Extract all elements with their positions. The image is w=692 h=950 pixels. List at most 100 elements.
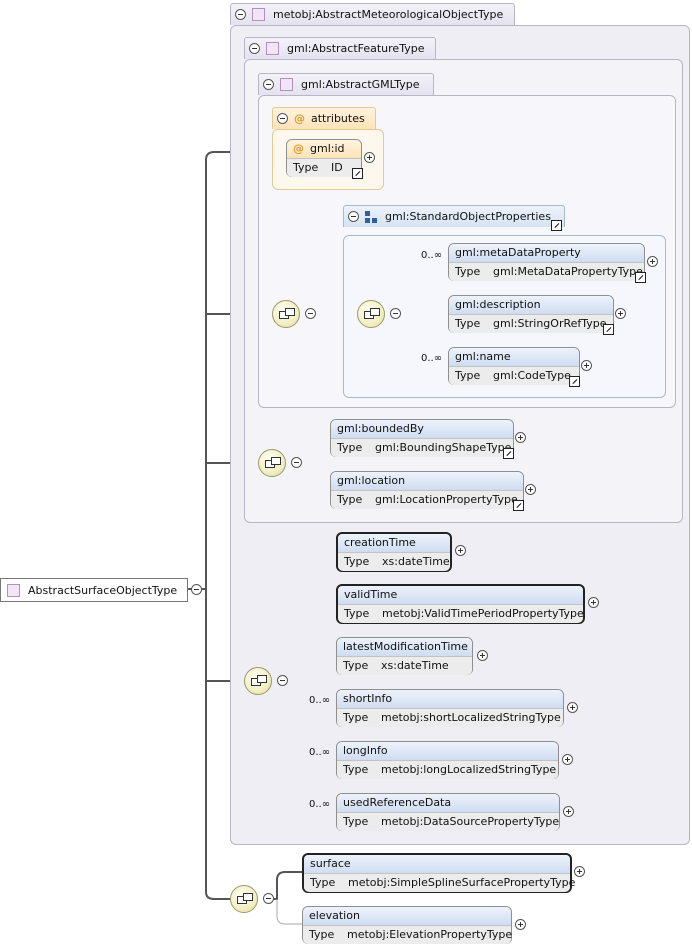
type-key: Type — [344, 555, 370, 568]
type-key: Type — [344, 607, 370, 620]
element-type: xs:dateTime — [382, 555, 450, 568]
sequence-icon[interactable] — [357, 300, 385, 328]
expand-icon[interactable] — [574, 866, 585, 877]
complex-type-icon — [252, 8, 265, 21]
type-key: Type — [310, 876, 336, 889]
element-name: gml:boundedBy — [331, 420, 513, 439]
element-validtime[interactable]: validTime Type metobj:ValidTimePeriodProp… — [336, 584, 585, 624]
element-name: gml:name — [449, 348, 579, 367]
occurrence-label: 0..∞ — [309, 799, 331, 810]
type-key: Type — [455, 317, 481, 330]
element-latestmodificationtime[interactable]: latestModificationTime Type xs:dateTime — [336, 637, 473, 675]
collapse-icon[interactable] — [277, 675, 288, 686]
expand-icon[interactable] — [588, 597, 599, 608]
expand-icon[interactable] — [563, 806, 574, 817]
element-type: metobj:ValidTimePeriodPropertyType — [382, 607, 584, 620]
collapse-icon[interactable] — [263, 893, 274, 904]
type-key: Type — [343, 711, 369, 724]
collapse-icon[interactable] — [305, 308, 316, 319]
collapse-icon[interactable] — [277, 113, 288, 124]
collapse-icon[interactable] — [263, 79, 274, 90]
expand-icon[interactable] — [477, 650, 488, 661]
expand-icon[interactable] — [567, 702, 578, 713]
type-link-icon[interactable] — [513, 500, 524, 511]
collapse-icon[interactable] — [291, 457, 302, 468]
type-link-icon[interactable] — [569, 376, 580, 387]
element-type: gml:BoundingShapeType — [375, 441, 512, 454]
sequence-icon[interactable] — [230, 885, 258, 913]
occurrence-label: 0..∞ — [309, 747, 331, 758]
element-type: xs:dateTime — [381, 659, 449, 672]
attribute-name: gml:id — [310, 142, 345, 155]
element-name: usedReferenceData — [337, 794, 559, 813]
element-name: creationTime — [338, 534, 450, 553]
element-type: metobj:longLocalizedStringType — [381, 763, 557, 776]
feature-type-label: gml:AbstractFeatureType — [287, 42, 425, 55]
tab-gml-type: gml:AbstractGMLType — [258, 73, 434, 95]
sequence-icon[interactable] — [272, 300, 300, 328]
type-key: Type — [337, 441, 363, 454]
sequence-icon[interactable] — [244, 667, 272, 695]
complex-type-icon — [280, 78, 293, 91]
element-name: surface — [304, 855, 570, 874]
type-link-icon[interactable] — [503, 448, 514, 459]
element-name: latestModificationTime — [337, 638, 472, 657]
element-name: validTime — [338, 586, 583, 605]
collapse-icon[interactable] — [348, 211, 359, 222]
occurrence-label: 0..∞ — [421, 250, 443, 261]
element-name: gml:description — [449, 296, 613, 315]
type-key: Type — [337, 493, 363, 506]
collapse-icon[interactable] — [390, 308, 401, 319]
element-type: metobj:DataSourcePropertyType — [381, 815, 560, 828]
type-key: Type — [455, 265, 481, 278]
tab-attributes: @ attributes — [272, 107, 376, 129]
type-link-icon[interactable] — [635, 272, 646, 283]
type-key: Type — [309, 928, 335, 941]
collapse-icon[interactable] — [235, 9, 246, 20]
collapse-icon[interactable] — [249, 43, 260, 54]
complex-type-icon — [7, 583, 20, 597]
element-gml-location[interactable]: gml:location Type gml:LocationPropertyTyp… — [330, 471, 524, 509]
expand-icon[interactable] — [562, 754, 573, 765]
expand-icon[interactable] — [364, 152, 375, 163]
expand-icon[interactable] — [647, 256, 658, 267]
occurrence-label: 0..∞ — [421, 353, 443, 364]
element-type: metobj:shortLocalizedStringType — [381, 711, 561, 724]
type-key: Type — [293, 161, 319, 174]
sequence-icon[interactable] — [258, 449, 286, 477]
type-link-icon[interactable] — [603, 324, 614, 335]
type-link-icon[interactable] — [352, 168, 363, 179]
expand-icon[interactable] — [515, 432, 526, 443]
element-gml-boundedby[interactable]: gml:boundedBy Type gml:BoundingShapeType — [330, 419, 514, 457]
type-key: Type — [343, 763, 369, 776]
expand-icon[interactable] — [525, 484, 536, 495]
type-key: Type — [343, 659, 369, 672]
element-name: gml:metaDataProperty — [449, 244, 644, 263]
attributes-label: attributes — [311, 112, 365, 125]
element-name: gml:location — [331, 472, 523, 491]
expand-icon[interactable] — [515, 919, 526, 930]
expand-icon[interactable] — [615, 308, 626, 319]
element-surface[interactable]: surface Type metobj:SimpleSplineSurfacePr… — [302, 853, 576, 893]
element-shortinfo[interactable]: shortInfo Type metobj:shortLocalizedStrin… — [336, 689, 564, 727]
element-name: shortInfo — [337, 690, 563, 709]
attribute-icon: @ — [293, 142, 304, 155]
element-creationtime[interactable]: creationTime Type xs:dateTime — [336, 532, 452, 572]
collapse-icon[interactable] — [191, 584, 202, 595]
type-link-icon[interactable] — [551, 220, 562, 231]
root-type-label: AbstractSurfaceObjectType — [28, 583, 178, 597]
element-type: metobj:SimpleSplineSurfacePropertyType — [348, 876, 576, 889]
root-complex-type[interactable]: AbstractSurfaceObjectType — [0, 578, 188, 602]
expand-icon[interactable] — [581, 360, 592, 371]
expand-icon[interactable] — [455, 545, 466, 556]
group-icon — [365, 210, 377, 223]
standard-props-label: gml:StandardObjectProperties — [385, 210, 551, 223]
element-type: gml:LocationPropertyType — [375, 493, 518, 506]
